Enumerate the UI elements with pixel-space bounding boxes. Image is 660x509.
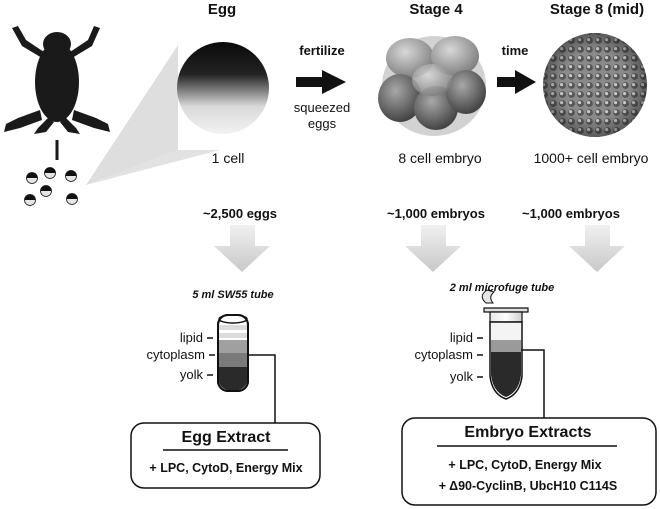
egg-sphere (177, 42, 269, 134)
sw55-lipid-label: lipid (179, 330, 203, 345)
microfuge-tube (481, 289, 529, 400)
egg-cluster (24, 167, 78, 206)
microfuge-lipid-label: lipid (449, 330, 473, 345)
stage4-title: Stage 4 (409, 1, 463, 18)
egg-extract-additives: + LPC, CytoD, Energy Mix (149, 461, 303, 475)
down-arrow-egg (214, 225, 270, 272)
sw55-tube (217, 314, 249, 392)
time-arrow (497, 70, 536, 94)
egg-count: ~2,500 eggs (202, 206, 278, 221)
connector-lines (248, 349, 545, 423)
egg-extract-title: Egg Extract (181, 429, 271, 446)
zoom-wedge (86, 45, 178, 185)
squeezed-eggs-label: squeezed eggs (293, 100, 351, 132)
microfuge-cytoplasm-label: cytoplasm (414, 347, 473, 362)
microfuge-tube-label: 2 ml microfuge tube (449, 282, 555, 294)
egg-extract-box (130, 422, 321, 489)
stage8-embryo (543, 33, 647, 137)
embryo-extracts-box (401, 417, 657, 506)
sw55-tube-label: 5 ml SW55 tube (192, 289, 274, 301)
stage4-embryo (378, 36, 486, 136)
time-label: time (501, 43, 529, 58)
stage8-caption: 1000+ cell embryo (533, 150, 649, 166)
embryo-extracts-additives-1: + LPC, CytoD, Energy Mix (448, 458, 602, 472)
sw55-cytoplasm-label: cytoplasm (146, 347, 205, 362)
fertilize-label: fertilize (299, 43, 345, 58)
embryo-extracts-additives-2: + Δ90-CyclinB, UbcH10 C114S (438, 479, 618, 493)
stage8-title: Stage 8 (mid) (549, 1, 645, 18)
sw55-tube-layer-ticks (207, 337, 215, 376)
down-arrow-stage8 (569, 225, 625, 272)
down-arrow-stage4 (405, 225, 461, 272)
embryo-extracts-title: Embryo Extracts (464, 424, 592, 441)
microfuge-tube-layer-ticks (477, 337, 483, 378)
frog-illustration (4, 26, 110, 160)
egg-caption: 1 cell (211, 150, 245, 166)
fertilize-arrow (296, 70, 346, 94)
stage4-caption: 8 cell embryo (398, 150, 482, 166)
stage4-count: ~1,000 embryos (387, 206, 485, 221)
egg-title: Egg (207, 1, 237, 18)
microfuge-yolk-label: yolk (449, 369, 473, 384)
sw55-yolk-label: yolk (179, 367, 203, 382)
stage8-count: ~1,000 embryos (522, 206, 620, 221)
